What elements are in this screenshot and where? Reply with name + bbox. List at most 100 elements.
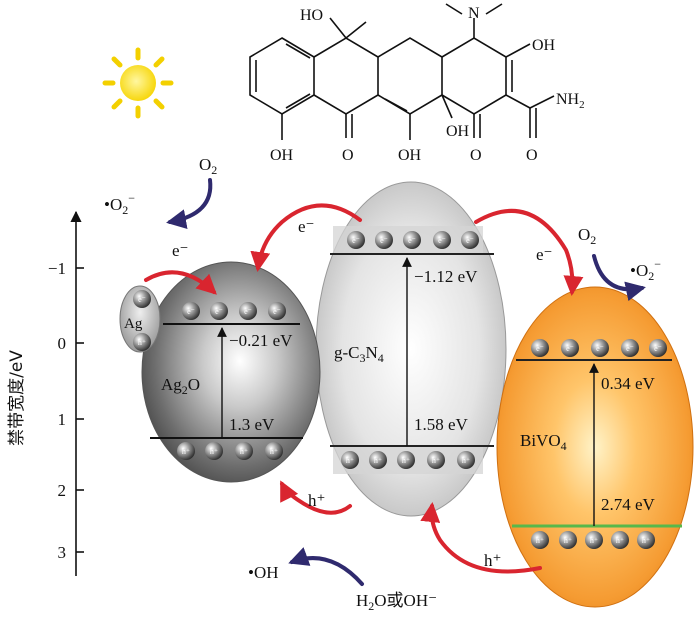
bivo4-hole-label: h⁺ bbox=[642, 536, 650, 545]
ag-electron-label: e⁻ bbox=[138, 295, 146, 304]
tetracycline-molecule bbox=[249, 3, 555, 140]
axis-tick-2: 2 bbox=[58, 481, 67, 500]
label-o2-right: O2 bbox=[578, 225, 596, 247]
gcn-hole-1: h⁺ bbox=[341, 451, 359, 469]
ag2o-hole-4: h⁺ bbox=[265, 442, 283, 460]
bivo4-cb-value: 0.34 eV bbox=[601, 374, 656, 393]
bivo4-hole-1: h⁺ bbox=[531, 531, 549, 549]
gcn-electron-2: e⁻ bbox=[375, 231, 393, 249]
reaction-labels: O2 •O2− e⁻ e⁻ e⁻ O2 •O2− h⁺ h⁺ •OH H2O或O… bbox=[104, 155, 661, 613]
charge-carriers: e⁻ e⁻ e⁻ e⁻ e⁻ h⁺ h⁺ h⁺ h⁺ h⁺ e⁻ e⁻ e⁻ e⁻ h⁺ h⁺ h⁺ h⁺ e⁻ e⁻… bbox=[133, 231, 667, 549]
arrow-o2-left bbox=[166, 178, 213, 229]
bivo4-electron-ball bbox=[561, 339, 579, 357]
bivo4-particle: 0.34 eV 2.74 eV BiVO4 bbox=[496, 286, 694, 608]
ag2o-electron-1: e⁻ bbox=[182, 302, 200, 320]
arrow-h-bivo4-to-gcn bbox=[420, 502, 542, 574]
gcn-hole-ball bbox=[369, 451, 387, 469]
axis-label: 禁带宽度/eV bbox=[7, 350, 27, 446]
label-h-left: h⁺ bbox=[308, 491, 325, 510]
axis-tick-3: 3 bbox=[58, 543, 67, 562]
label-water: H2O或OH⁻ bbox=[356, 591, 437, 612]
bivo4-electron-label: e⁻ bbox=[566, 344, 574, 353]
label-o2rad-left: •O2− bbox=[104, 191, 135, 217]
bivo4-electron-label: e⁻ bbox=[626, 344, 634, 353]
label-oh-radical: •OH bbox=[248, 563, 279, 582]
ag2o-hole-label: h⁺ bbox=[210, 447, 218, 456]
bivo4-electron-ball bbox=[591, 339, 609, 357]
gcn-hole-label: h⁺ bbox=[402, 456, 410, 465]
ag2o-electron-label: e⁻ bbox=[244, 307, 252, 316]
ag-label: Ag bbox=[124, 316, 143, 332]
gcn-hole-ball bbox=[457, 451, 475, 469]
arrow-e-gcn-to-ag2o bbox=[250, 203, 362, 272]
ag2o-hole-ball bbox=[235, 442, 253, 460]
ag-hole-1: h⁺ bbox=[133, 333, 151, 351]
ag2o-electron-ball bbox=[182, 302, 200, 320]
gcn-hole-label: h⁺ bbox=[462, 456, 470, 465]
axis-tick-1: 1 bbox=[58, 410, 67, 429]
bivo4-electron-ball bbox=[621, 339, 639, 357]
ag2o-hole-label: h⁺ bbox=[182, 447, 190, 456]
ag2o-electron-3: e⁻ bbox=[239, 302, 257, 320]
ag2o-electron-label: e⁻ bbox=[187, 307, 195, 316]
label-o2rad-right: •O2− bbox=[630, 257, 661, 283]
gcn-hole-3: h⁺ bbox=[397, 451, 415, 469]
gcn-electron-4: e⁻ bbox=[433, 231, 451, 249]
label-e-mid: e⁻ bbox=[298, 217, 315, 236]
ag2o-electron-4: e⁻ bbox=[268, 302, 286, 320]
ag2o-electron-label: e⁻ bbox=[273, 307, 281, 316]
ag2o-hole-1: h⁺ bbox=[177, 442, 195, 460]
ag2o-hole-ball bbox=[205, 442, 223, 460]
gcn-electron-ball bbox=[375, 231, 393, 249]
bivo4-hole-5: h⁺ bbox=[637, 531, 655, 549]
ag2o-hole-ball bbox=[265, 442, 283, 460]
ag2o-electron-ball bbox=[239, 302, 257, 320]
gcn-electron-5: e⁻ bbox=[461, 231, 479, 249]
bivo4-gap-value: 2.74 eV bbox=[601, 495, 656, 514]
label-e-right: e⁻ bbox=[536, 245, 553, 264]
bivo4-hole-label: h⁺ bbox=[590, 536, 598, 545]
bivo4-hole-ball bbox=[531, 531, 549, 549]
gcn-hole-ball bbox=[397, 451, 415, 469]
ag2o-electron-ball bbox=[210, 302, 228, 320]
bivo4-hole-ball bbox=[637, 531, 655, 549]
mol-oh-b2: OH bbox=[398, 147, 422, 164]
bivo4-hole-label: h⁺ bbox=[536, 536, 544, 545]
ag2o-cb-value: −0.21 eV bbox=[229, 331, 293, 350]
gcn-electron-label: e⁻ bbox=[380, 236, 388, 245]
gcn-electron-label: e⁻ bbox=[438, 236, 446, 245]
axis-tick-minus1: −1 bbox=[48, 259, 66, 278]
mol-ho-top: HO bbox=[300, 7, 323, 24]
gcn-name: g-C3N4 bbox=[334, 343, 384, 365]
arrow-oh-radical bbox=[288, 547, 364, 586]
molecule-labels: HO N OH NH2 OH O OH OH O O bbox=[270, 5, 585, 164]
gcn-cb-value: −1.12 eV bbox=[414, 267, 478, 286]
bivo4-electron-3: e⁻ bbox=[591, 339, 609, 357]
ag2o-particle: −0.21 eV 1.3 eV Ag2O bbox=[141, 261, 321, 483]
ag2o-electron-2: e⁻ bbox=[210, 302, 228, 320]
gcn-gap-value: 1.58 eV bbox=[414, 415, 469, 434]
ag2o-hole-2: h⁺ bbox=[205, 442, 223, 460]
bivo4-electron-1: e⁻ bbox=[531, 339, 549, 357]
mol-nh2: NH2 bbox=[556, 91, 585, 111]
mol-o-b2: O bbox=[470, 147, 482, 164]
gcn-electron-ball bbox=[403, 231, 421, 249]
mol-oh-b1: OH bbox=[270, 147, 294, 164]
gcn-hole-label: h⁺ bbox=[432, 456, 440, 465]
bivo4-hole-label: h⁺ bbox=[564, 536, 572, 545]
ag2o-electron-label: e⁻ bbox=[215, 307, 223, 316]
ag-electron-1: e⁻ bbox=[133, 290, 151, 308]
arrow-o2-right bbox=[592, 254, 646, 302]
mol-n: N bbox=[468, 5, 480, 22]
bivo4-name: BiVO4 bbox=[520, 431, 567, 453]
bivo4-electron-ball bbox=[649, 339, 667, 357]
energy-axis: −1 0 1 2 3 禁带宽度/eV bbox=[7, 210, 84, 576]
bivo4-hole-ball bbox=[611, 531, 629, 549]
axis-tick-0: 0 bbox=[58, 334, 67, 353]
mol-o-b3: O bbox=[526, 147, 538, 164]
arrow-h-gcn-to-ag2o bbox=[280, 480, 352, 515]
ag-hole-ball bbox=[133, 333, 151, 351]
bivo4-hole-label: h⁺ bbox=[616, 536, 624, 545]
